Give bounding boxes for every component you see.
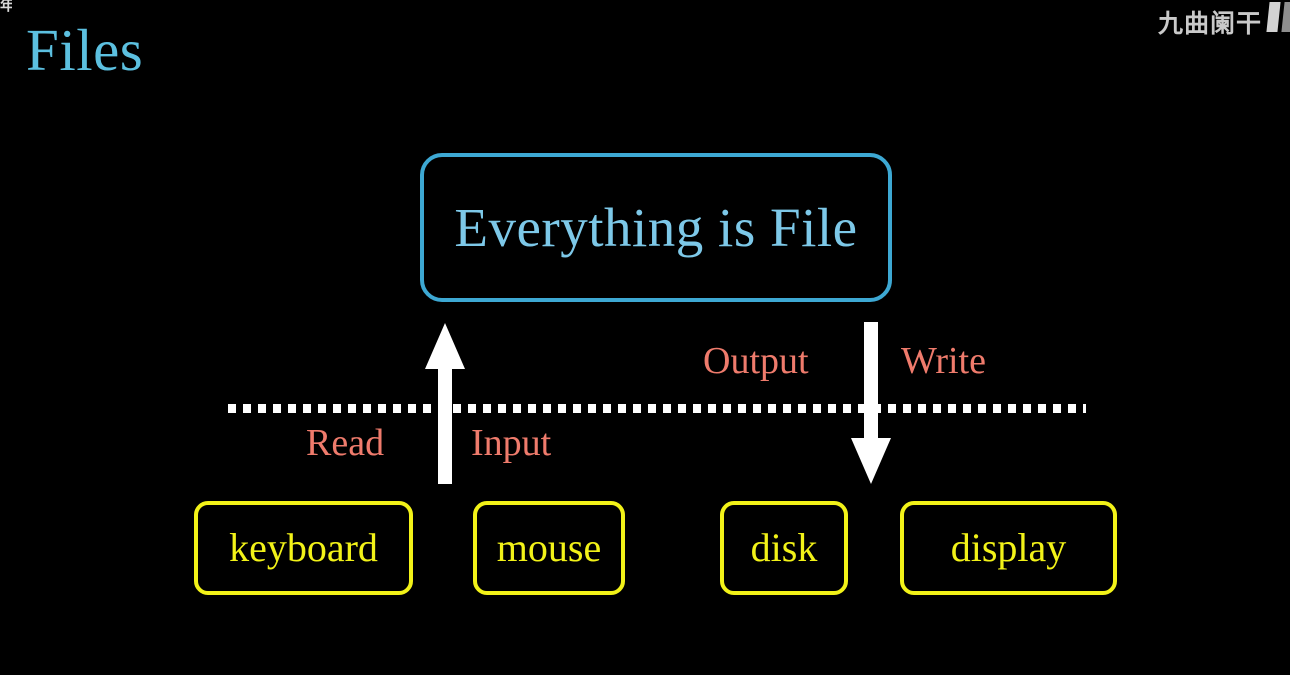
operation-label-output: Output <box>703 340 809 382</box>
output-write-arrow-icon <box>850 320 892 491</box>
read-input-arrow-icon <box>424 321 466 491</box>
corner-glyph: 年 <box>0 0 12 12</box>
page-title: Files <box>26 17 144 83</box>
operation-label-write: Write <box>901 340 986 382</box>
device-label-mouse: mouse <box>496 525 602 570</box>
kernel-user-divider <box>228 404 1086 413</box>
concept-box: Everything is File <box>420 153 892 302</box>
operation-label-input: Input <box>471 422 552 464</box>
device-box-keyboard: keyboard <box>194 501 413 595</box>
device-box-display: display <box>900 501 1117 595</box>
device-label-disk: disk <box>750 525 818 570</box>
device-label-display: display <box>950 525 1067 570</box>
watermark-logo-icon <box>1264 0 1290 34</box>
operation-label-read: Read <box>306 422 385 464</box>
device-box-mouse: mouse <box>473 501 625 595</box>
watermark-text: 九曲阑干 <box>1157 9 1262 38</box>
concept-box-label: Everything is File <box>454 197 858 258</box>
device-box-disk: disk <box>720 501 848 595</box>
device-label-keyboard: keyboard <box>229 525 378 570</box>
